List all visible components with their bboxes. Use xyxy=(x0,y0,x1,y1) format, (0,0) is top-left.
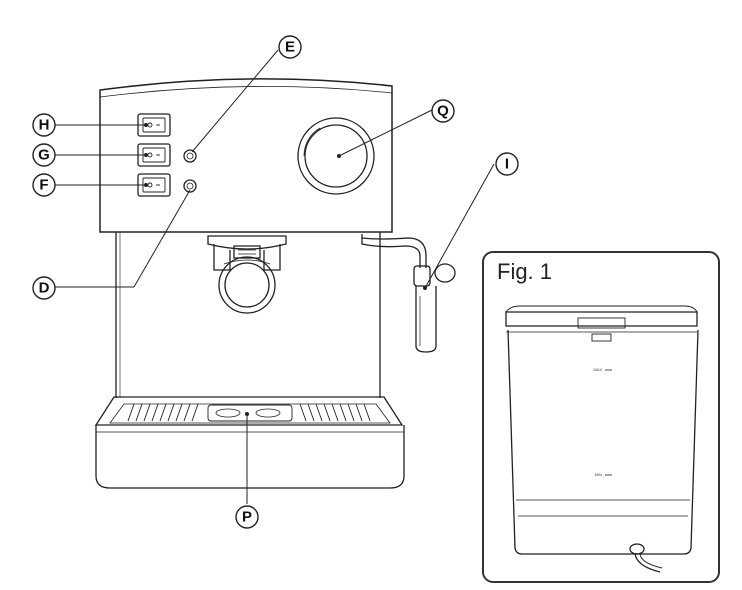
water-tank xyxy=(507,329,699,555)
callout-f: F xyxy=(39,177,48,194)
control-panel xyxy=(99,78,393,233)
callout-circles xyxy=(32,35,519,529)
body-column xyxy=(115,232,381,398)
tank-min-mark: MIN xyxy=(595,472,602,477)
selector-knob xyxy=(297,117,375,195)
callout-e: E xyxy=(285,39,295,56)
water-tank-lid xyxy=(505,311,698,327)
indicator-light-d xyxy=(183,179,197,193)
inset-title: Fig. 1 xyxy=(497,259,552,284)
callout-p: P xyxy=(242,509,252,526)
leader-lines xyxy=(54,49,495,504)
callout-h: H xyxy=(39,117,50,134)
callout-i: I xyxy=(505,156,509,173)
portafilter xyxy=(218,256,276,314)
callout-g: G xyxy=(38,147,50,164)
drip-tray-base xyxy=(95,425,405,489)
steam-wand xyxy=(361,234,456,353)
drip-tray xyxy=(94,396,405,489)
leader-dots xyxy=(144,123,427,416)
inset-figure xyxy=(482,251,720,583)
callout-d: D xyxy=(39,280,50,297)
brew-head xyxy=(207,235,287,271)
callout-q: Q xyxy=(437,103,449,120)
indicator-light-e xyxy=(183,149,197,163)
tank-max-mark: MAX xyxy=(593,367,602,372)
machine-body xyxy=(99,78,393,398)
